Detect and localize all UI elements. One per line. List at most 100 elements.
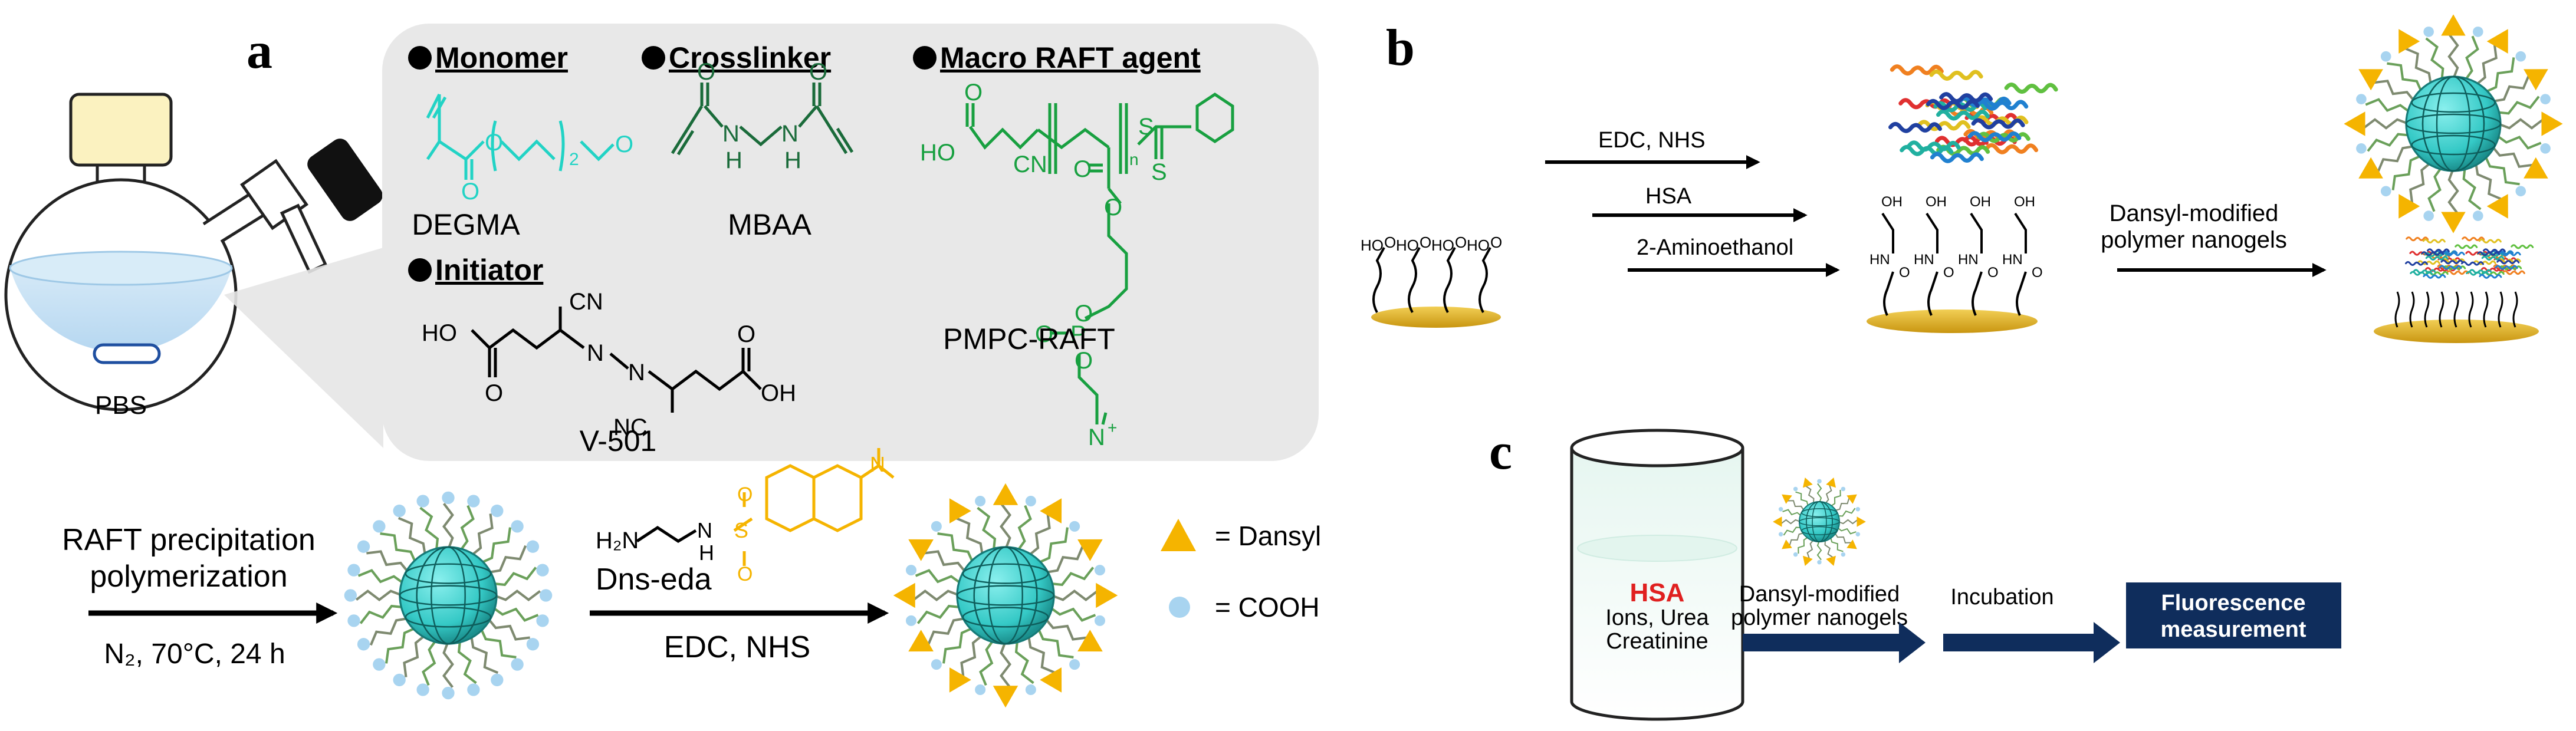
cooh-dot-icon <box>442 491 455 505</box>
degma-atom-o: O <box>461 179 479 205</box>
polymer-chain <box>1834 532 1852 544</box>
protein-helix <box>1900 144 1954 156</box>
raft-atom-o: O <box>1075 348 1093 374</box>
flask-label: PBS <box>95 391 147 420</box>
cooh-dot-icon <box>347 564 360 577</box>
dansyl-triangle-icon <box>1773 516 1782 527</box>
bullet-icon <box>642 46 665 70</box>
mbaa-atom-o: O <box>809 59 827 85</box>
legend: = Dansyl = COOH <box>1161 519 1321 623</box>
protein-helix <box>2478 238 2502 243</box>
v501-atom-n: N <box>628 360 645 386</box>
atom-o: O <box>2032 265 2043 281</box>
polymer-chain <box>494 590 541 601</box>
v501-atom-ho: HO <box>422 320 457 346</box>
atom-oh: OH <box>1970 194 1991 210</box>
bullet-icon <box>913 46 937 70</box>
polymer-chain <box>2377 145 2415 173</box>
polymer-chain <box>488 545 527 574</box>
beaker-creatinine: Creatinine <box>1606 629 1708 654</box>
degma-subscript: 2 <box>569 150 579 169</box>
protein-helix <box>2462 236 2485 242</box>
protein-helix <box>2410 271 2433 276</box>
gold-surface <box>1867 309 2038 333</box>
protein-helix <box>1929 69 1983 81</box>
protein-helix <box>2421 251 2444 256</box>
polymer-chain <box>2492 74 2530 103</box>
cooh-dot-icon <box>357 638 370 651</box>
nanogel-core <box>2405 75 2502 172</box>
polymer-chain <box>1830 536 1844 552</box>
protein-helix <box>2477 251 2501 256</box>
dansyl-triangle-icon <box>1077 539 1103 561</box>
polymer-chain <box>1787 500 1805 511</box>
dansyl-triangle-icon <box>2524 157 2548 179</box>
panel-a-letter: a <box>247 22 272 80</box>
cooh-dot-icon <box>1094 615 1106 626</box>
nanogel-dansyl <box>2344 14 2563 233</box>
polymer-chain <box>1000 641 1011 689</box>
raft-atom-ho: HO <box>920 140 955 166</box>
cooh-dot-icon <box>2380 51 2391 62</box>
nanogel-grid <box>962 607 1049 628</box>
cooh-dot-icon <box>373 520 386 533</box>
amide-chain <box>2014 212 2027 316</box>
protein-helix <box>2495 265 2518 270</box>
cooh-dot-icon <box>393 504 406 518</box>
polymer-chain <box>2498 118 2544 130</box>
cooh-dot-icon <box>2356 143 2367 154</box>
hsa-protein <box>1888 64 2058 163</box>
nanogel-grid <box>399 585 498 606</box>
polymer-chain <box>366 550 410 574</box>
step2-conditions: EDC, NHS <box>664 630 810 664</box>
polymer-chain <box>2427 166 2443 212</box>
atom-hn: HN <box>1958 252 1979 268</box>
protein-helix <box>2446 270 2469 275</box>
dansyl-triangle-icon <box>1782 494 1792 504</box>
round-bottom-flask <box>4 93 383 448</box>
atom-hn: HN <box>1869 252 1890 268</box>
step-edc-nhs: EDC, NHS <box>1598 128 1706 153</box>
protein-helix <box>2442 251 2465 256</box>
polymer-chain <box>492 567 537 587</box>
alkyl-chain <box>2483 291 2489 328</box>
heading-initiator: Initiator <box>435 253 543 287</box>
gold-surface <box>1371 307 1501 328</box>
nanogel-grid <box>2411 92 2496 113</box>
protein-helix <box>2406 236 2429 242</box>
atom-ho: HO <box>1467 236 1490 254</box>
cooh-dot-icon <box>1793 552 1798 557</box>
cooh-dot-icon <box>491 673 504 687</box>
result-line1: Fluorescence <box>2161 591 2306 615</box>
polymer-chain <box>2425 37 2444 81</box>
protein-helix <box>2422 238 2446 243</box>
polymer-chain <box>915 569 962 585</box>
mbaa-atom-h: H <box>725 147 742 173</box>
dansyl-triangle-icon <box>2398 29 2420 54</box>
nanogel-grid <box>1806 501 1833 542</box>
atom-oh: OH <box>1881 194 1903 210</box>
polymer-chain <box>1037 627 1074 658</box>
polymer-chain <box>2365 98 2411 113</box>
polymer-chain <box>1027 513 1051 557</box>
cooh-dot-icon <box>416 495 429 508</box>
nanogel-grid <box>416 546 481 645</box>
cooh-dot-icon <box>511 520 524 533</box>
heading-macro-raft: Macro RAFT agent <box>940 41 1201 74</box>
cooh-dot-icon <box>2356 94 2367 104</box>
protein-helix <box>2481 255 2505 261</box>
cooh-dot-icon <box>2423 210 2434 221</box>
heading-macro-raft-group: Macro RAFT agent <box>913 41 1201 74</box>
mbaa-atom-n: N <box>781 121 799 147</box>
protein-helix <box>1934 136 1989 147</box>
nanogel-core <box>956 546 1055 645</box>
polymer-chain <box>1051 590 1099 601</box>
protein-helix <box>2426 248 2450 253</box>
cooh-dot-icon <box>344 589 357 602</box>
atom-o: O <box>1490 233 1502 251</box>
alkyl-chain <box>1443 247 1456 313</box>
raft-atom-s: S <box>1138 114 1154 140</box>
degma-atom-o: O <box>485 130 503 156</box>
